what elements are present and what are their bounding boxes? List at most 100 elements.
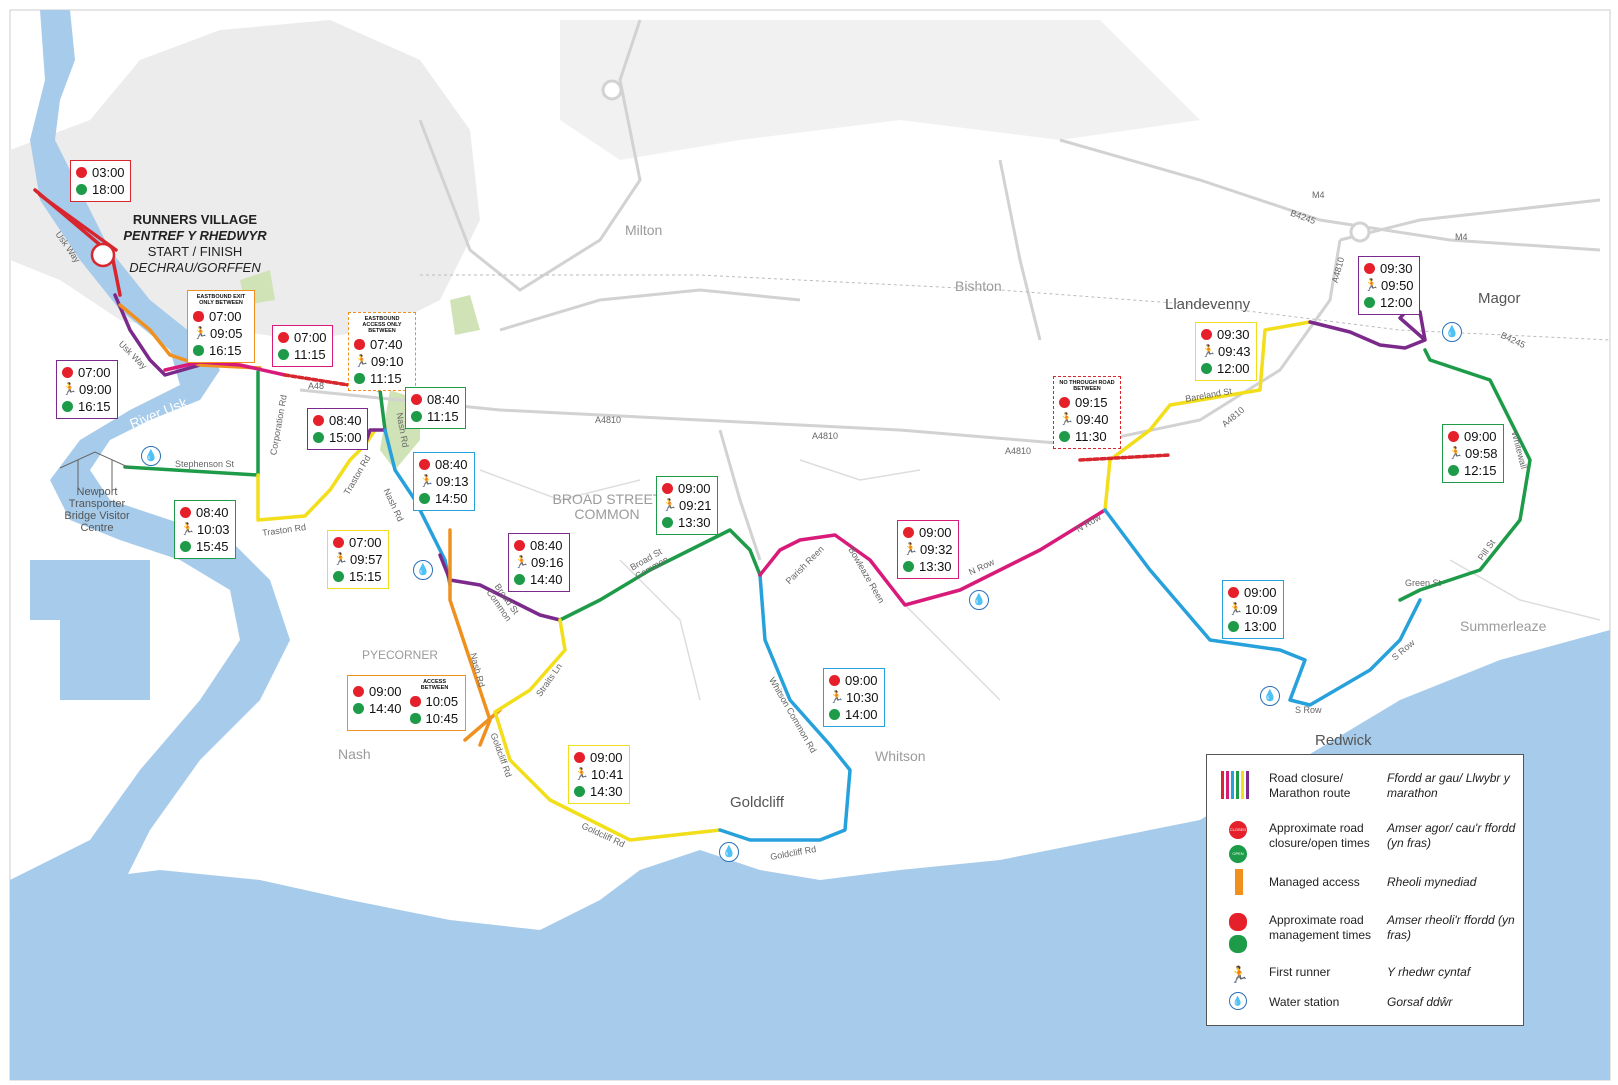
- timing-box: 09:30 🏃09:43 12:00: [1195, 322, 1257, 381]
- open-time: 12:15: [1464, 463, 1497, 478]
- runner-time: 09:40: [1076, 412, 1109, 427]
- place-bishton: Bishton: [955, 278, 1002, 294]
- open-icon: [662, 517, 673, 528]
- road-m4: M4: [1312, 190, 1325, 200]
- runner-icon: 🏃: [1228, 602, 1243, 616]
- legend-management-en: Approximate road management times: [1269, 913, 1372, 942]
- route-blue-whitson: [718, 573, 852, 842]
- open-icon: [313, 432, 324, 443]
- runner-time: 09:57: [350, 552, 383, 567]
- open-time: 11:15: [294, 347, 326, 362]
- runner-icon: 🏃: [903, 542, 918, 556]
- runner-icon: 🏃: [1448, 446, 1463, 460]
- legend-route-cy: Ffordd ar gau/ Llwybr y marathon: [1387, 771, 1510, 800]
- roundabout: [601, 79, 623, 101]
- marathon-route: [33, 188, 1532, 842]
- runner-icon: 🏃: [1201, 344, 1216, 358]
- road-stephenson: Stephenson St: [175, 459, 235, 469]
- open-time: 12:00: [1380, 295, 1413, 310]
- closed-icon: [1228, 587, 1239, 598]
- legend-managed-cy: Rheoli mynediad: [1387, 875, 1477, 889]
- runner-icon: 🏃: [1229, 967, 1249, 984]
- manage-close-time: 07:00: [209, 309, 242, 324]
- open-icon: [1228, 621, 1239, 632]
- manage-open-time: 10:45: [425, 711, 459, 726]
- runners-village-en: RUNNERS VILLAGE: [132, 212, 258, 227]
- closed-icon: [353, 686, 364, 697]
- park: [450, 295, 480, 335]
- open-time: 14:40: [530, 572, 563, 587]
- closed-icon: [514, 540, 525, 551]
- timing-box: 07:00 11:15: [272, 325, 333, 367]
- legend-managed-en: Managed access: [1269, 875, 1360, 889]
- runner-time: 09:13: [436, 474, 469, 489]
- water-station-icon: 💧: [1221, 992, 1261, 1025]
- open-time: 13:30: [678, 515, 711, 530]
- close-time: 08:40: [530, 538, 563, 553]
- start-finish-en: START / FINISH: [147, 244, 243, 259]
- managed-access-icon: [1221, 869, 1261, 905]
- legend-runner-cy: Y rhedwr cyntaf: [1387, 965, 1471, 979]
- route-blue-s-row: [1103, 508, 1422, 707]
- runner-icon: 🏃: [193, 326, 208, 340]
- closed-icon: [419, 459, 430, 470]
- place-magor: Magor: [1478, 290, 1521, 307]
- timing-box: NO THROUGH ROAD BETWEEN 09:15 🏃09:40 11:…: [1053, 376, 1121, 449]
- road-a4810: A4810: [595, 415, 622, 425]
- close-time: 09:30: [1217, 327, 1250, 342]
- closed-open-icon: CLOSED OPEN: [1221, 821, 1261, 863]
- legend-water-cy: Gorsaf ddŵr: [1387, 995, 1453, 1009]
- timing-box: 08:40 🏃10:03 15:45: [174, 500, 236, 559]
- close-time: 07:00: [349, 535, 382, 550]
- place-llandevenny: Llandevenny: [1165, 296, 1251, 313]
- river-usk: [10, 10, 290, 920]
- map-legend: Road closure/ Marathon route Ffordd ar g…: [1206, 754, 1524, 1026]
- closed-icon: [1201, 329, 1212, 340]
- box-caption: ACCESS BETWEEN: [420, 679, 449, 691]
- railway: [420, 274, 1611, 341]
- closed-icon: [662, 483, 673, 494]
- transporter-bridge-icon: [59, 451, 131, 490]
- route-purple-usk-way: [113, 293, 202, 377]
- open-icon: [62, 401, 73, 412]
- timing-box: 09:00 🏃10:09 13:00: [1222, 580, 1284, 639]
- place-nash: Nash: [338, 746, 371, 762]
- open-time: 14:30: [590, 784, 623, 799]
- runner-time: 09:10: [371, 354, 404, 369]
- closed-icon: [333, 537, 344, 548]
- timing-box: 09:30 🏃09:50 12:00: [1358, 256, 1420, 315]
- open-icon: [278, 349, 289, 360]
- runner-icon: 🏃: [514, 555, 529, 569]
- open-icon: [829, 709, 840, 720]
- runner-time: 09:50: [1381, 278, 1414, 293]
- open-icon: [903, 561, 914, 572]
- runner-time: 09:43: [1218, 344, 1251, 359]
- open-badge-icon: OPEN: [1229, 845, 1247, 863]
- open-time: 18:00: [92, 182, 125, 197]
- route-orange-usk: [118, 303, 262, 370]
- timing-box: 09:00 🏃09:32 13:30: [897, 520, 959, 579]
- timing-box: 09:00 14:40 ACCESS BETWEEN 10:05 10:45: [347, 675, 466, 731]
- manage-open-icon: [193, 345, 204, 356]
- timing-box: 09:00 🏃10:41 14:30: [568, 745, 630, 804]
- close-time: 08:40: [435, 457, 468, 472]
- closed-icon: [76, 167, 87, 178]
- runner-time: 10:30: [846, 690, 879, 705]
- route-green-broad-st-common: [558, 528, 762, 622]
- timing-box: 09:00 🏃09:58 12:15: [1442, 424, 1504, 483]
- water-station-icon: 💧: [719, 842, 739, 862]
- road-a4810-3: A4810: [1005, 446, 1032, 456]
- closed-icon: [180, 507, 191, 518]
- open-time: 12:00: [1217, 361, 1250, 376]
- runner-time: 09:00: [79, 382, 112, 397]
- road-a48: A48: [308, 381, 325, 391]
- road-m4-2: M4: [1455, 232, 1468, 242]
- legend-water-en: Water station: [1269, 995, 1340, 1009]
- closed-icon: [62, 367, 73, 378]
- closed-icon: [574, 752, 585, 763]
- close-time: 09:00: [1464, 429, 1497, 444]
- open-icon: [1059, 431, 1070, 442]
- road-a4810-2: A4810: [812, 431, 839, 441]
- close-time: 09:00: [1244, 585, 1277, 600]
- route-orange-nash-rd: [448, 528, 492, 747]
